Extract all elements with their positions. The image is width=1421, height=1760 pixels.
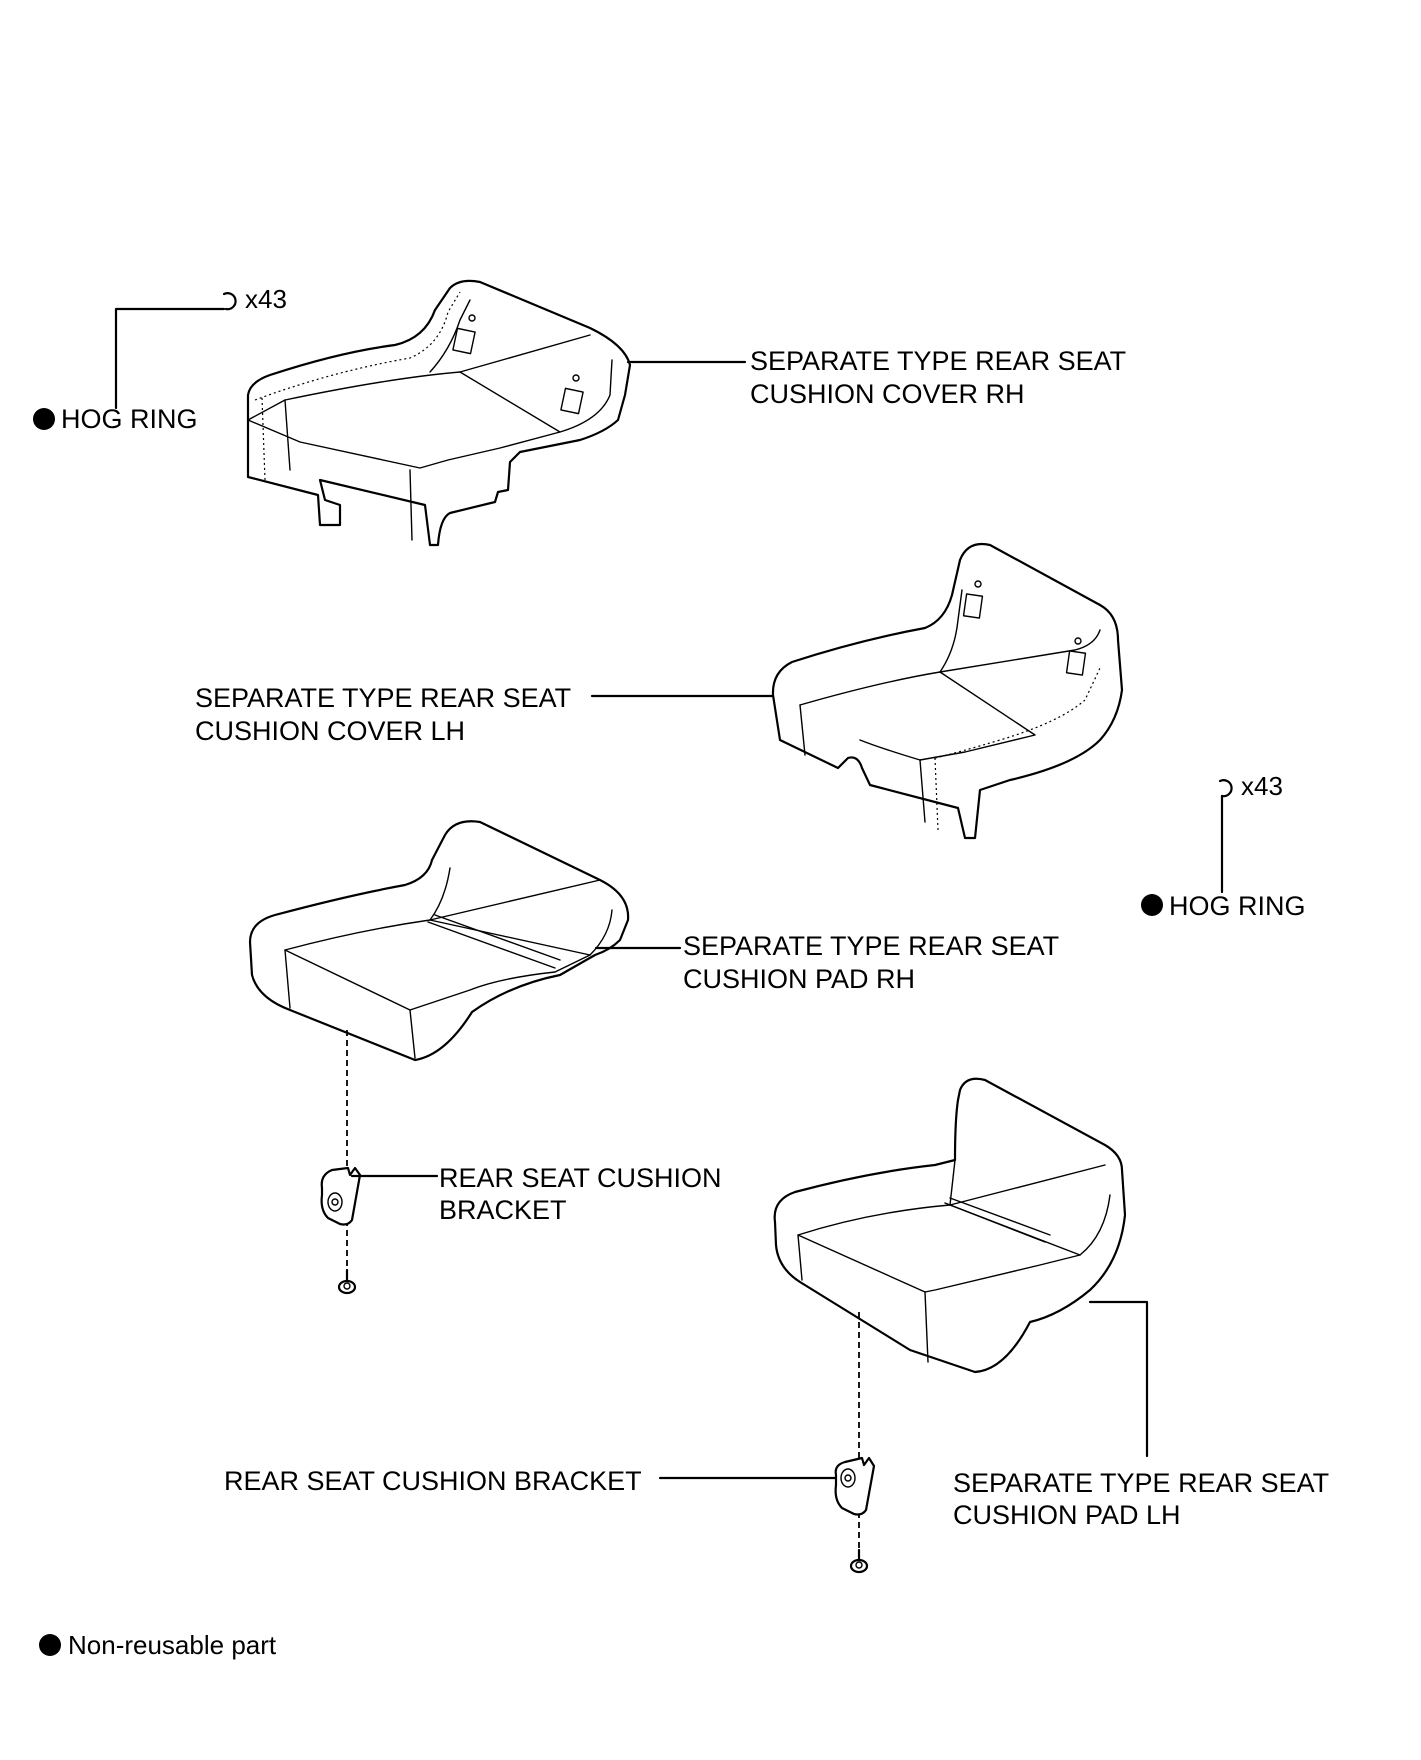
bolt-upper-icon [337,1268,357,1295]
rear-seat-cushion-bracket-upper [320,1166,362,1226]
cover-lh-label-line2: CUSHION COVER LH [195,716,465,746]
hog-ring-right: x43 HOG RING [1141,771,1306,921]
legend: Non-reusable part [39,1630,277,1660]
hog-ring-icon [222,292,237,311]
bracket-upper-label-line1: REAR SEAT CUSHION [439,1163,722,1193]
hog-ring-right-label: HOG RING [1169,891,1306,921]
hog-ring-left-leader [114,307,226,410]
legend-text: Non-reusable part [68,1630,277,1660]
cover-rh-label-line1: SEPARATE TYPE REAR SEAT [750,346,1126,376]
cover-rh-label-line2: CUSHION COVER RH [750,379,1025,409]
cushion-cover-rh [246,279,632,547]
pad-rh-label-line2: CUSHION PAD RH [683,964,915,994]
hog-ring-left: x43 HOG RING [33,284,287,434]
cushion-cover-lh [771,542,1124,840]
cushion-pad-lh [773,1077,1127,1374]
bracket-upper-label-line2: BRACKET [439,1195,567,1225]
rear-seat-cushion-bracket-lower [834,1456,876,1516]
cushion-pad-rh [248,820,630,1062]
bolt-lower-icon [849,1548,869,1574]
non-reusable-part-dot-icon [39,1634,61,1656]
hog-ring-left-qty: x43 [245,284,287,314]
non-reusable-dot-icon [1141,894,1163,916]
pad-lh-label-line2: CUSHION PAD LH [953,1500,1181,1530]
bracket-lower-label: REAR SEAT CUSHION BRACKET [224,1466,642,1496]
pad-lh-label-line1: SEPARATE TYPE REAR SEAT [953,1468,1329,1498]
cover-lh-label-line1: SEPARATE TYPE REAR SEAT [195,683,571,713]
pad-lh-leader [1088,1300,1149,1458]
hog-ring-icon [1218,779,1233,798]
non-reusable-dot-icon [33,408,55,430]
hog-ring-right-qty: x43 [1241,771,1283,801]
hog-ring-left-label: HOG RING [61,404,198,434]
pad-rh-label-line1: SEPARATE TYPE REAR SEAT [683,931,1059,961]
